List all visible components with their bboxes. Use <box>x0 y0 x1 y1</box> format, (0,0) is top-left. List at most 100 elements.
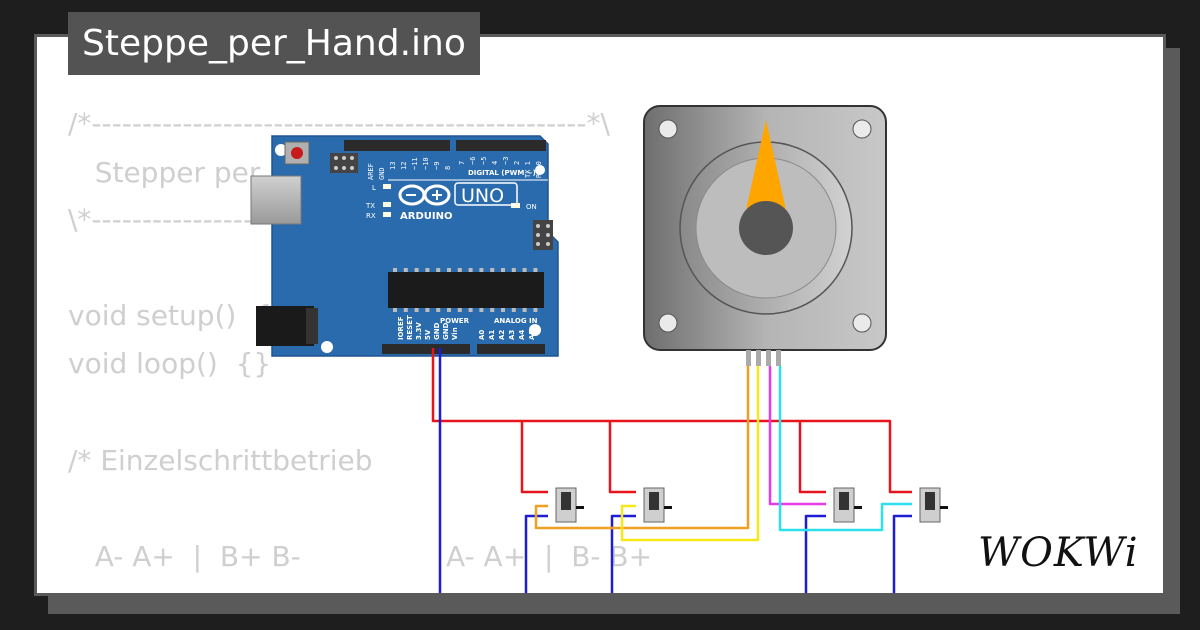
code-line: /* Einzelschrittbetrieb <box>68 444 373 477</box>
pin-label: A5 <box>528 330 536 340</box>
chip-pin <box>533 268 538 272</box>
mounting-hole <box>658 313 678 333</box>
chip-pin <box>457 268 462 272</box>
arduino-brand: ARDUINO <box>400 211 452 222</box>
digital-label: DIGITAL (PWM ~) <box>468 169 536 177</box>
pin-label: 7 <box>458 161 466 165</box>
svg-text:TX: TX <box>365 202 375 210</box>
code-line: /*--------------------------------------… <box>68 107 610 140</box>
chip-pin <box>501 268 505 272</box>
chip-pin <box>522 268 527 272</box>
pin-label: A2 <box>498 330 506 340</box>
slide-switch-3[interactable] <box>833 487 862 523</box>
wire-5v <box>520 421 548 494</box>
mounting-hole <box>658 119 678 139</box>
chip-pin <box>479 268 484 272</box>
icsp2-header <box>533 220 553 250</box>
wire-5v <box>608 421 636 494</box>
wire-gnd <box>892 514 912 593</box>
pin-label: ~10 <box>422 157 430 170</box>
chip-pin <box>479 308 484 312</box>
pin-label: ~9 <box>433 162 441 170</box>
mounting-hole <box>852 313 872 333</box>
pin-label: 13 <box>389 162 397 170</box>
pin-label: GND <box>433 322 441 340</box>
pin-label: A4 <box>518 330 526 340</box>
atmega-chip <box>388 268 544 312</box>
pin-label: ~11 <box>411 157 419 170</box>
chip-pin <box>490 268 495 272</box>
chip-pin <box>468 268 473 272</box>
wire-gnd <box>524 514 548 593</box>
digital-header-right <box>456 140 546 151</box>
analog-pin-labels: A0 A1 A2 A3 A4 A5 <box>478 330 536 340</box>
svg-text:ON: ON <box>526 203 537 211</box>
chip-pin <box>393 308 397 312</box>
slide-switch-4[interactable] <box>919 487 948 523</box>
icsp-header <box>330 153 358 173</box>
pin-label: RX 0 <box>535 161 543 178</box>
wire-coil-a <box>620 366 760 542</box>
pin-label: 2 <box>513 161 521 165</box>
pin-label: AREF <box>367 163 375 180</box>
motor-pointer <box>746 120 786 210</box>
motor-shaft <box>739 201 793 255</box>
chip-pin <box>511 308 516 312</box>
wire-5v <box>431 348 912 494</box>
chip-pin <box>447 268 451 272</box>
pin-label: GND <box>442 322 450 340</box>
power-header <box>382 344 470 354</box>
chip-pin <box>490 308 495 312</box>
chip-pin <box>436 308 441 312</box>
chip-pin <box>425 308 430 312</box>
chip-pin <box>414 308 419 312</box>
arduino-logo: UNO ARDUINO <box>398 182 518 222</box>
slide-switch-1[interactable] <box>555 487 584 523</box>
arduino-uno-board[interactable]: AREF GND 13 12 ~11 ~10 ~9 8 7 ~6 ~5 4 ~3… <box>250 135 559 357</box>
analog-header <box>477 344 545 354</box>
pin-label: 5V <box>424 329 432 340</box>
mounting-hole <box>852 119 872 139</box>
slide-switch-2[interactable] <box>643 487 672 523</box>
chip-pin <box>457 308 462 312</box>
pin-label: ~3 <box>502 157 510 165</box>
chip-pin <box>447 308 451 312</box>
pin-label: RESET <box>406 315 414 340</box>
chip-pin <box>414 268 419 272</box>
wire-gnd <box>804 514 826 593</box>
reset-button[interactable] <box>284 141 310 165</box>
pin-label: 4 <box>491 161 499 165</box>
chip-pin <box>468 308 473 312</box>
chip-pin <box>522 308 527 312</box>
stepper-motor[interactable] <box>643 105 887 366</box>
code-line: void loop() {} <box>68 347 272 380</box>
svg-text:RX: RX <box>366 212 376 220</box>
wire-5v <box>798 421 826 494</box>
pin-label: Vin <box>451 327 459 340</box>
pin-label: A1 <box>488 330 496 340</box>
chip-pin <box>511 268 516 272</box>
chip-pin <box>533 308 538 312</box>
code-line: A- A+ | B+ B- <box>68 540 301 573</box>
code-line: A- A+ | B- B+ <box>446 540 653 573</box>
pin-label: 8 <box>444 166 452 170</box>
chip-pin <box>501 308 505 312</box>
pin-label: TX 1 <box>524 161 532 178</box>
uno-label: UNO <box>461 185 504 207</box>
pin-label: A3 <box>508 330 516 340</box>
pin-label: ~5 <box>480 157 488 165</box>
pin-label: A0 <box>478 330 486 340</box>
usb-connector <box>250 175 302 225</box>
pin-label: ~6 <box>469 157 477 165</box>
pin-label: 3.3V <box>415 322 423 340</box>
power-pin-labels: IOREF RESET 3.3V 5V GND GND Vin <box>397 315 459 340</box>
wire-coil-b <box>768 366 826 506</box>
chip-pin <box>403 308 408 312</box>
power-label: POWER <box>440 317 470 325</box>
chip-pin <box>436 268 441 272</box>
svg-text:L: L <box>372 184 376 192</box>
digital-pin-labels: AREF GND 13 12 ~11 ~10 ~9 8 7 ~6 ~5 4 ~3… <box>367 157 543 180</box>
pin-label: GND <box>378 167 386 180</box>
sketch-title: Steppe_per_Hand.ino <box>68 12 480 75</box>
